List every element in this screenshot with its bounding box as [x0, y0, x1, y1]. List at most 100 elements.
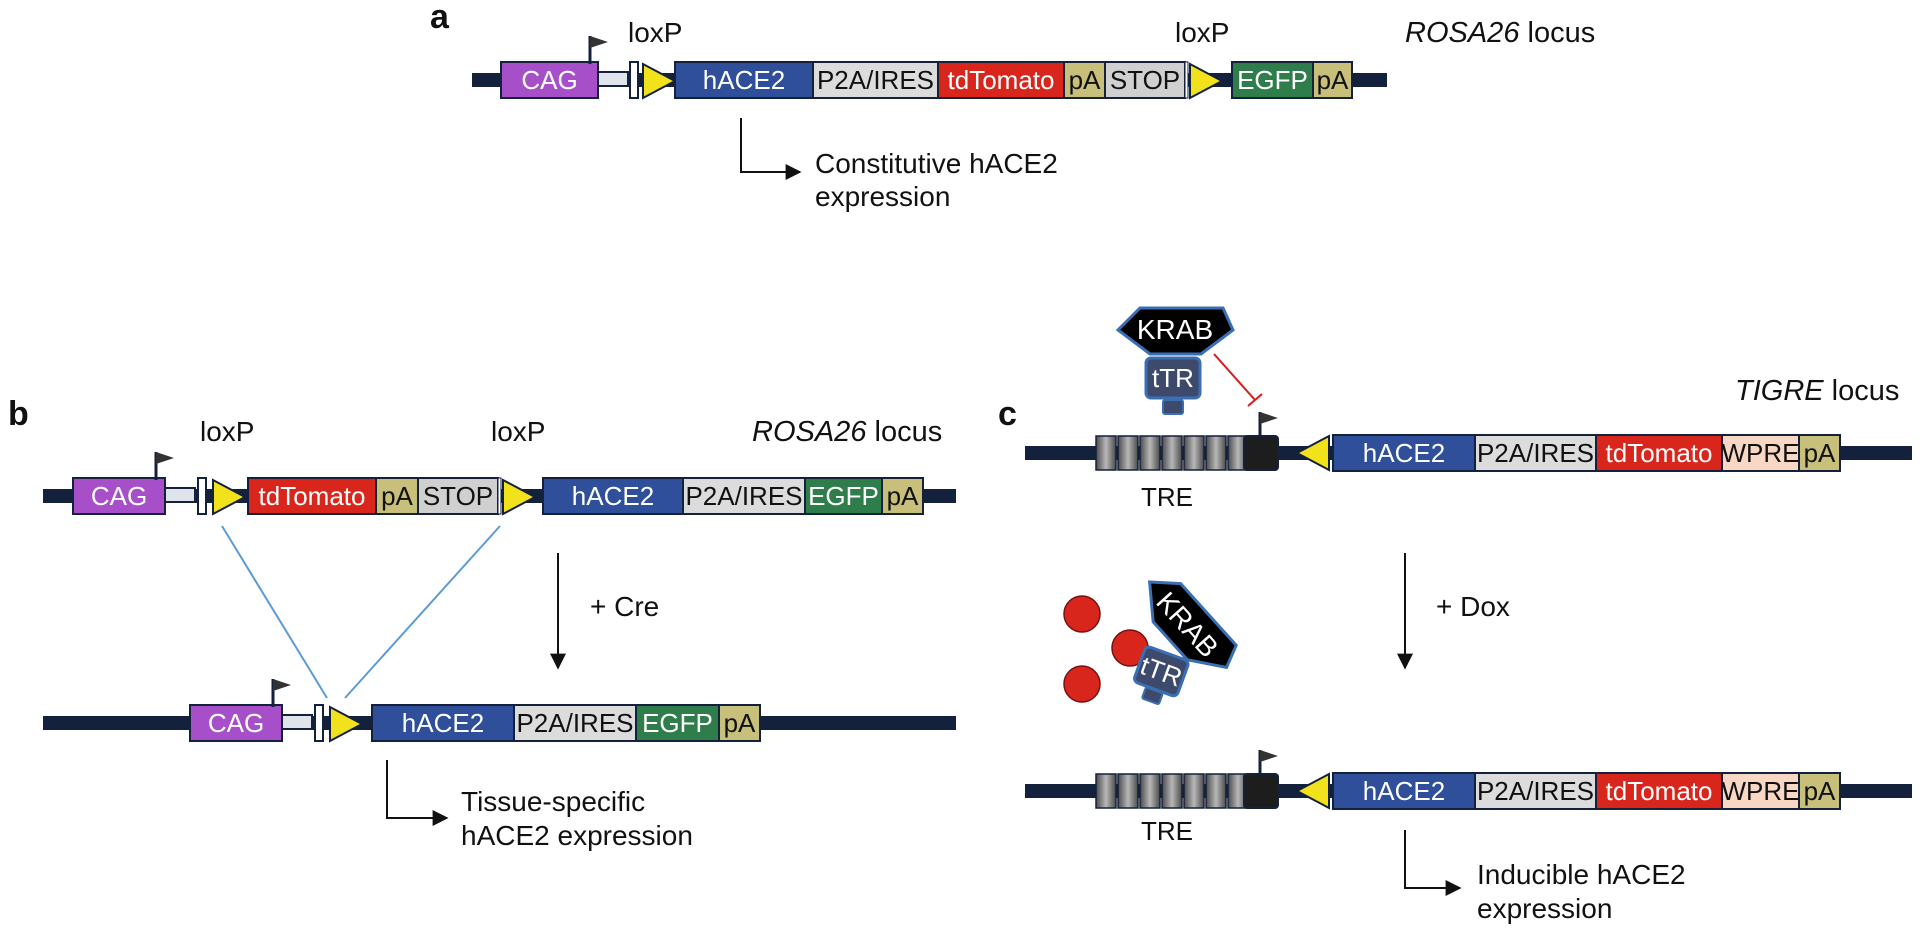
panel-a-stop-segment	[1104, 61, 1186, 99]
panel-c-top-tre-label: TRE	[1141, 482, 1193, 512]
panel-c-expression-arrow	[1404, 830, 1462, 896]
panel-b-top-egfp-label: EGFP	[808, 481, 879, 511]
panel-c-dox-molecule-3-icon	[1063, 665, 1101, 703]
panel-a-egfp-label: EGFP	[1237, 65, 1308, 95]
panel-c-bottom-tre-label: TRE	[1141, 816, 1193, 846]
panel-c-bottom-hace2-segment	[1332, 772, 1476, 810]
panel-c-bottom-hace2-label: hACE2	[1363, 776, 1445, 806]
panel-b-top-hace2-label: hACE2	[572, 481, 654, 511]
panel-b-bottom-insulator	[314, 704, 324, 742]
panel-b-bottom-p2a-label: P2A/IRES	[516, 708, 633, 738]
panel-a: a loxP loxP ROSA26 locus CAG hACE2 P2A/I…	[430, 0, 1595, 212]
panel-b-top-pa-2-segment	[881, 477, 924, 515]
panel-b-bottom-egfp-label: EGFP	[642, 708, 713, 738]
panel-c-top-wpre-label: WPRE	[1722, 438, 1800, 468]
panel-b-expression-line-2: hACE2 expression	[461, 820, 693, 851]
panel-c-expression-line-1: Inducible hACE2	[1477, 859, 1686, 890]
panel-b-top-insulator	[197, 477, 207, 515]
panel-b-bottom-cag-label: CAG	[208, 708, 264, 738]
panel-b-top-p2a-label: P2A/IRES	[685, 481, 802, 511]
panel-c-letter: c	[998, 395, 1017, 433]
panel-c-top-tre-repeats	[1095, 435, 1249, 471]
panel-c-top-hace2-label: hACE2	[1363, 438, 1445, 468]
panel-c-dox-label: + Dox	[1436, 591, 1510, 622]
panel-b-bottom-spacer	[281, 714, 313, 730]
panel-c-top-wpre-segment	[1721, 434, 1800, 472]
panel-a-pa-1-label: pA	[1069, 65, 1101, 95]
panel-b-top-cag-promoter	[72, 477, 166, 515]
panel-c-top-tss-flag-icon	[1260, 412, 1278, 424]
panel-a-hace2-segment	[674, 61, 814, 99]
panel-c-top-tdtomato-segment	[1595, 434, 1723, 472]
panel-b-top-egfp-segment	[804, 477, 883, 515]
panel-a-loxp-2-label: loxP	[1175, 17, 1229, 48]
panel-b-top-pa-1-label: pA	[381, 481, 413, 511]
panel-c-locus-label: TIGRE locus	[1735, 375, 1899, 407]
panel-b-top-tss-flag-icon	[156, 452, 174, 464]
panel-a-hace2-label: hACE2	[703, 65, 785, 95]
panel-c-top-p2a-segment	[1474, 434, 1597, 472]
panel-c-bottom-tdtomato-segment	[1595, 772, 1723, 810]
panel-c-krab-label: KRAB	[1137, 314, 1213, 345]
panel-a-tss-flag-icon	[590, 36, 608, 48]
panel-a-p2a-segment	[812, 61, 939, 99]
panel-a-cag-label: CAG	[521, 65, 577, 95]
panel-b: b loxP loxP ROSA26 locus CAG tdTomato pA…	[8, 395, 956, 851]
panel-c-repression-bar	[1247, 393, 1263, 407]
panel-b-locus-label: ROSA26 locus	[752, 416, 942, 448]
panel-c-repression-line	[1213, 353, 1256, 401]
panel-c-bottom-p2a-label: P2A/IRES	[1477, 776, 1594, 806]
panel-c-top-tdtomato-label: tdTomato	[1606, 438, 1713, 468]
panel-a-spacer	[597, 71, 629, 87]
panel-a-tdtomato-segment	[937, 61, 1065, 99]
panel-b-top-stop-label: STOP	[423, 481, 493, 511]
panel-b-bottom-hace2-segment	[371, 704, 515, 742]
panel-a-stop-label: STOP	[1110, 65, 1180, 95]
panel-a-pa-2-label: pA	[1317, 65, 1349, 95]
panel-c-bottom-wpre-label: WPRE	[1722, 776, 1800, 806]
panel-c-locus-name: TIGRE	[1735, 375, 1824, 407]
panel-a-loxp-1-label: loxP	[628, 17, 682, 48]
panel-c-top-pa-label: pA	[1804, 438, 1836, 468]
panel-a-expression-line-1: Constitutive hACE2	[815, 148, 1058, 179]
panel-c-ttr-label: tTR	[1152, 363, 1194, 393]
panel-c-bottom-loxp-triangle-icon	[1294, 772, 1330, 810]
panel-b-expression-arrow	[386, 760, 449, 826]
panel-c-krab-repressor-icon	[1115, 306, 1235, 356]
panel-b-top-cag-label: CAG	[91, 481, 147, 511]
panel-b-top-loxp-1-triangle-icon	[212, 478, 248, 516]
panel-c-bottom-tdtomato-label: tdTomato	[1606, 776, 1713, 806]
panel-b-loxp-1-label: loxP	[200, 416, 254, 447]
panel-b-top-loxp-2-triangle-icon	[502, 478, 538, 516]
panel-c-top-loxp-triangle-icon	[1294, 434, 1330, 472]
panel-c-bottom-pa-label: pA	[1804, 776, 1836, 806]
panel-b-cre-label: + Cre	[590, 591, 659, 622]
panel-c-ttr-dbd-icon	[1162, 399, 1184, 415]
panel-a-egfp-segment	[1231, 61, 1314, 99]
panel-c-top-min-promoter	[1243, 435, 1279, 471]
panel-a-locus-word: locus	[1519, 17, 1595, 49]
panel-a-p2a-label: P2A/IRES	[817, 65, 934, 95]
panel-b-top-pa-2-label: pA	[887, 481, 919, 511]
panel-b-locus-word: locus	[866, 416, 942, 448]
panel-a-loxp-1-triangle-icon	[642, 62, 678, 100]
panel-b-top-stop-divider	[497, 477, 502, 515]
panel-c-bottom-tss-flag-icon	[1260, 750, 1278, 762]
panel-a-expression-line-2: expression	[815, 181, 950, 212]
panel-c-top-p2a-label: P2A/IRES	[1477, 438, 1594, 468]
panel-b-bottom-cag-promoter	[189, 704, 283, 742]
panel-c-bottom-min-promoter	[1243, 773, 1279, 809]
panel-b-top-p2a-segment	[682, 477, 806, 515]
panel-a-tdtomato-label: tdTomato	[948, 65, 1055, 95]
panel-a-pa-1-segment	[1063, 61, 1106, 99]
panel-b-bottom-loxp-triangle-icon	[329, 705, 365, 743]
panel-b-top-hace2-segment	[542, 477, 684, 515]
panel-b-locus-name: ROSA26	[752, 416, 867, 448]
panel-b-loxp-2-label: loxP	[491, 416, 545, 447]
panel-b-top-spacer	[164, 487, 196, 503]
panel-b-top-tdtomato-segment	[247, 477, 377, 515]
panel-b-bottom-pa-label: pA	[724, 708, 756, 738]
panel-c-released-ttr-dbd-icon	[1141, 686, 1164, 705]
panel-c-top-pa-segment	[1798, 434, 1841, 472]
